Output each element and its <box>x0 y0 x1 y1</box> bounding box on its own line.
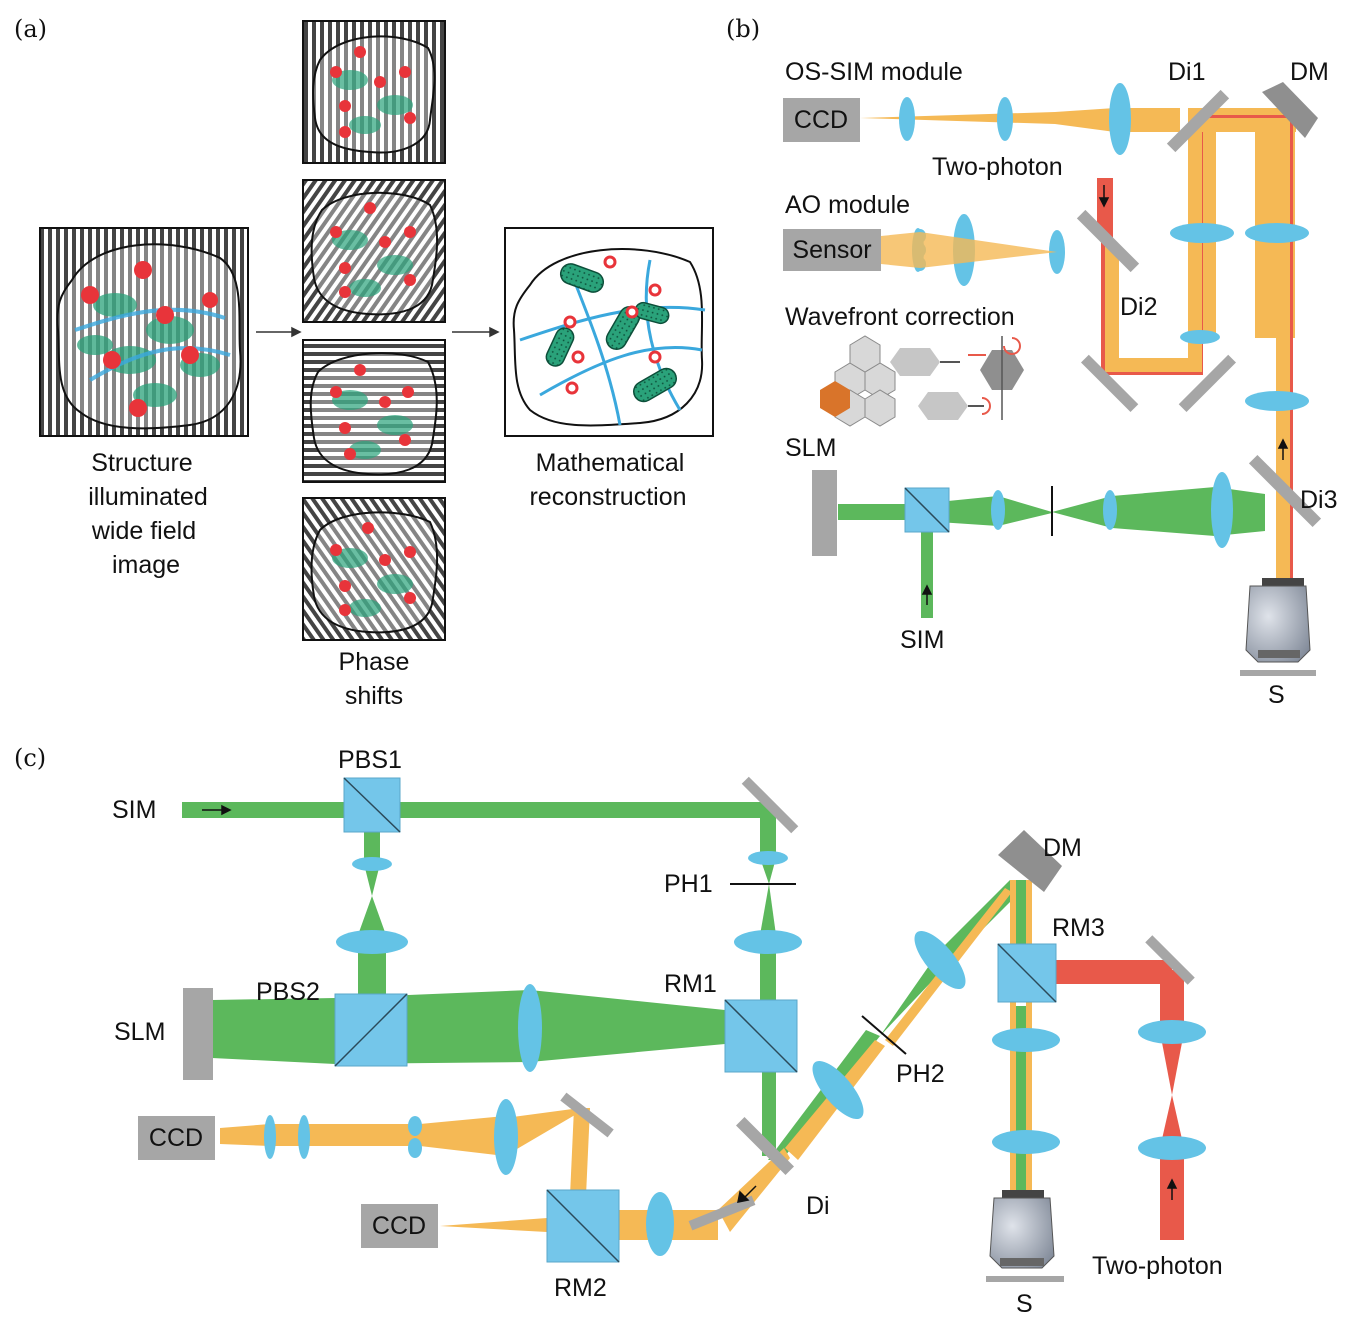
pbs1-label: PBS1 <box>338 746 402 774</box>
wavefront-correction-label: Wavefront correction <box>785 303 1015 331</box>
phase-image-4 <box>302 497 446 641</box>
lenses-c <box>264 851 1206 1256</box>
objective-c <box>986 1190 1064 1282</box>
left-caption-line3: wide field <box>91 517 196 545</box>
two-photon-label-b: Two-photon <box>932 153 1063 181</box>
rm3-label: RM3 <box>1052 914 1105 942</box>
dm-label-b: DM <box>1290 58 1329 86</box>
ccd-top-label-c: CCD <box>149 1124 203 1152</box>
slm-label-b: SLM <box>785 434 836 462</box>
flow-arrow-1 <box>256 326 302 338</box>
sensor-label: Sensor <box>792 236 871 264</box>
di2-label: Di2 <box>1120 293 1158 321</box>
rm1-label: RM1 <box>664 970 717 998</box>
arrows-c <box>202 804 1178 1203</box>
slm-label-c: SLM <box>114 1018 165 1046</box>
di1-label: Di1 <box>1168 58 1206 86</box>
ccd-box-b <box>783 98 860 142</box>
lenses-b <box>899 83 1309 548</box>
orange-beams-c <box>220 880 1032 1240</box>
left-caption-line4: image <box>112 551 180 579</box>
s-label-c: S <box>1016 1290 1033 1318</box>
ph1-label: PH1 <box>664 870 713 898</box>
arrows-b <box>921 185 1289 605</box>
panel-label-a: (a) <box>14 15 47 43</box>
middle-caption-line1: Phase <box>339 648 410 676</box>
panel-label-c: (c) <box>14 744 46 772</box>
mirrors-c <box>560 776 1195 1231</box>
middle-caption-line2: shifts <box>345 682 403 710</box>
phase-image-2 <box>302 179 446 323</box>
reconstruction-image <box>504 227 714 437</box>
beam-splitter-b <box>904 487 950 533</box>
objective-b <box>1240 578 1316 676</box>
cube-pbs2 <box>334 993 408 1067</box>
dm-label-c: DM <box>1043 834 1082 862</box>
panel-label-b: (b) <box>726 15 760 43</box>
phase-image-3 <box>302 339 446 483</box>
orange-loop-b <box>1105 118 1290 580</box>
flow-arrow-2 <box>452 326 500 338</box>
s-label-b: S <box>1268 681 1285 709</box>
ph2-label: PH2 <box>896 1060 945 1088</box>
ccd-bottom-label-c: CCD <box>372 1212 426 1240</box>
left-caption-line2: illuminated <box>88 483 208 511</box>
sim-label-c: SIM <box>112 796 156 824</box>
di-label-c: Di <box>806 1192 830 1220</box>
mirrors-b <box>1076 89 1322 528</box>
cube-pbs1 <box>343 777 401 833</box>
cube-rm2 <box>546 1189 620 1263</box>
os-sim-module-label: OS-SIM module <box>785 58 963 86</box>
ccd-bottom-box-c <box>361 1204 438 1248</box>
sim-label-b: SIM <box>900 626 944 654</box>
deformable-mirror-b <box>1262 82 1318 138</box>
pbs2-label: PBS2 <box>256 978 320 1006</box>
wavefront-correction-icons <box>820 335 1024 427</box>
deformable-mirror-c <box>998 830 1062 892</box>
rm2-label: RM2 <box>554 1274 607 1302</box>
slm-box-c <box>183 988 213 1080</box>
cube-rm1 <box>724 999 798 1073</box>
right-caption-line1: Mathematical <box>536 449 685 477</box>
sensor-box <box>783 229 881 271</box>
two-photon-input-beam <box>1097 178 1113 238</box>
di3-label: Di3 <box>1300 486 1338 514</box>
wide-field-image <box>39 227 249 437</box>
cube-rm3 <box>997 943 1057 1003</box>
two-photon-label-c: Two-photon <box>1092 1252 1223 1280</box>
sensor-beam <box>881 232 1057 268</box>
ccd-top-box-c <box>138 1116 215 1160</box>
slm-box-b <box>812 470 837 556</box>
right-caption-line2: reconstruction <box>529 483 686 511</box>
red-beam-c <box>1056 960 1184 1240</box>
pinhole-ph2 <box>861 1015 907 1055</box>
ao-module-label: AO module <box>785 191 910 219</box>
left-caption-line1: Structure <box>91 449 192 477</box>
ccd-label-b: CCD <box>794 106 848 134</box>
phase-image-1 <box>302 20 446 164</box>
